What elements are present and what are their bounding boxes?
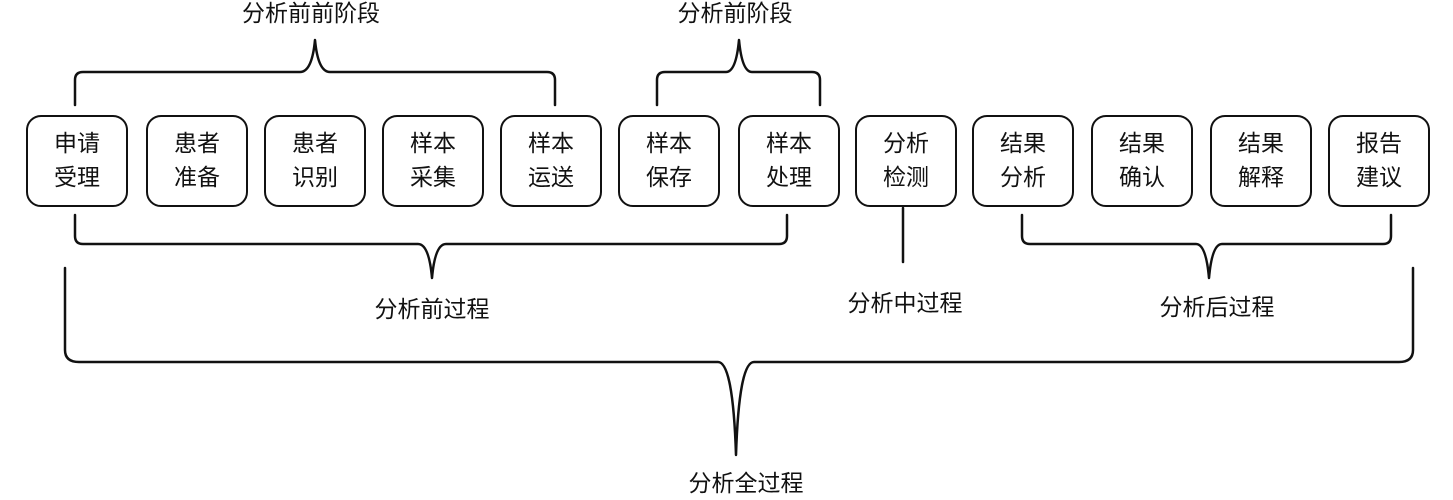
step-box-sample-collection: 样本 采集 [382, 115, 484, 207]
step-text-line2: 确认 [1119, 165, 1165, 191]
step-text-line2: 受理 [54, 165, 100, 191]
brace-post-process [1020, 213, 1393, 280]
step-text-line1: 申请 [54, 131, 100, 157]
step-text-line1: 样本 [646, 131, 692, 157]
brace-pre-stage [655, 38, 822, 107]
step-box-application: 申请 受理 [26, 115, 128, 207]
label-mid-process: 分析中过程 [847, 291, 963, 317]
label-pre-stage: 分析前阶段 [677, 1, 793, 27]
step-text-line1: 结果 [1238, 131, 1284, 157]
step-box-sample-processing: 样本 处理 [738, 115, 840, 207]
label-post-process: 分析后过程 [1159, 295, 1275, 321]
step-text-line2: 分析 [1000, 165, 1046, 191]
step-text-line2: 建议 [1356, 165, 1402, 191]
step-text-line1: 样本 [766, 131, 812, 157]
step-text-line2: 采集 [410, 165, 456, 191]
step-text-line1: 结果 [1000, 131, 1046, 157]
label-whole-process: 分析全过程 [688, 471, 804, 497]
step-box-result-confirmation: 结果 确认 [1091, 115, 1193, 207]
label-pre-pre-stage: 分析前前阶段 [242, 1, 380, 27]
step-text-line2: 运送 [528, 165, 574, 191]
step-text-line2: 准备 [174, 165, 220, 191]
step-text-line1: 患者 [292, 131, 338, 157]
step-box-patient-id: 患者 识别 [264, 115, 366, 207]
step-text-line1: 结果 [1119, 131, 1165, 157]
brace-pre-pre-stage [73, 38, 557, 107]
step-text-line1: 患者 [174, 131, 220, 157]
label-pre-process: 分析前过程 [374, 297, 490, 323]
step-box-result-analysis: 结果 分析 [972, 115, 1074, 207]
brace-whole-process [63, 266, 1415, 457]
step-text-line2: 识别 [292, 165, 338, 191]
brace-pre-process [73, 213, 789, 280]
step-text-line2: 检测 [883, 165, 929, 191]
step-text-line2: 处理 [766, 165, 812, 191]
step-box-sample-storage: 样本 保存 [618, 115, 720, 207]
step-text-line1: 分析 [883, 131, 929, 157]
step-box-result-interpretation: 结果 解释 [1210, 115, 1312, 207]
step-box-sample-transport: 样本 运送 [500, 115, 602, 207]
step-text-line2: 解释 [1238, 165, 1284, 191]
step-text-line1: 样本 [410, 131, 456, 157]
step-box-patient-prep: 患者 准备 [146, 115, 248, 207]
step-box-analysis-testing: 分析 检测 [855, 115, 957, 207]
step-box-report-advice: 报告 建议 [1328, 115, 1430, 207]
step-text-line1: 报告 [1356, 131, 1402, 157]
step-text-line2: 保存 [646, 165, 692, 191]
step-text-line1: 样本 [528, 131, 574, 157]
